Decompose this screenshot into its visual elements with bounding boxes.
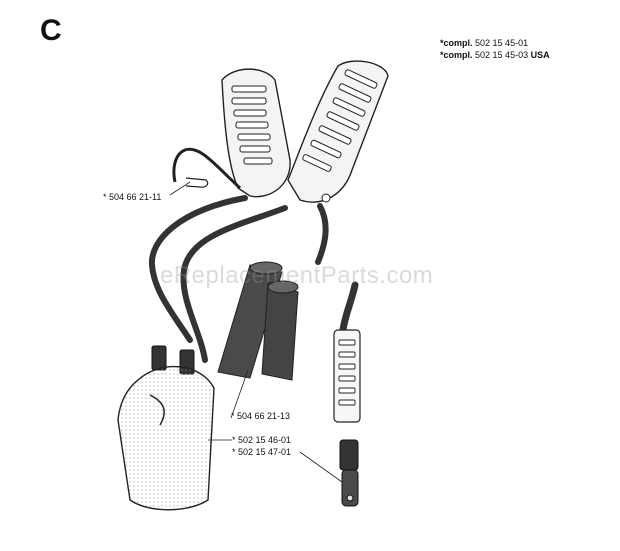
assembly-note-1: *compl. 502 15 45-01 (440, 38, 528, 49)
assembly-note-2: *compl. 502 15 45-03 USA (440, 50, 550, 61)
assembly-number: 502 15 45-01 (475, 38, 529, 48)
waist-strap-left (148, 195, 248, 343)
buckle-part (339, 439, 359, 507)
leader-lines (169, 181, 343, 483)
label-hip-pad-clip: * 504 66 21-11 (103, 192, 162, 202)
assembly-prefix: *compl. (440, 38, 473, 48)
label-shoulder-pads: * 504 66 21-13 (231, 411, 291, 421)
assembly-prefix: *compl. (440, 50, 473, 60)
strap-adjuster (333, 329, 361, 423)
waist-strap-right (315, 203, 329, 265)
lower-right-strap (339, 281, 359, 334)
label-hip-plate: * 502 15 46-01 (232, 435, 292, 445)
watermark-text: eReplacementParts.com (160, 262, 434, 289)
hip-plate (117, 345, 215, 511)
section-letter: C (40, 14, 62, 47)
shoulder-pads (217, 261, 299, 381)
right-shoulder-plate (287, 60, 389, 203)
assembly-suffix: USA (530, 50, 550, 60)
left-shoulder-plate (221, 68, 291, 198)
clip-pin (185, 177, 209, 188)
label-buckle: * 502 15 47-01 (232, 447, 292, 457)
waist-strap-middle (180, 205, 288, 363)
assembly-number: 502 15 45-03 (475, 50, 529, 60)
upper-left-strap (172, 147, 242, 190)
